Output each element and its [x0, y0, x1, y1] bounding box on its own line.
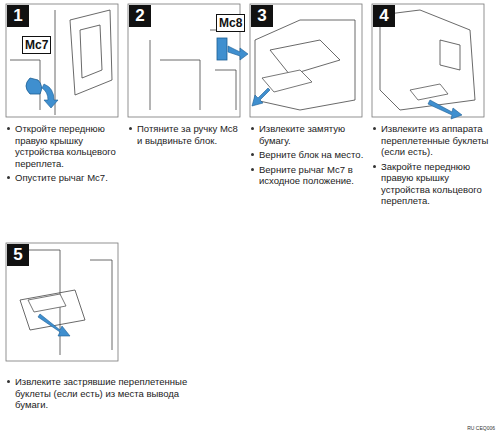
node-text: 2 — [135, 6, 144, 26]
node-text: Mc7 — [25, 38, 48, 52]
paper-sheet — [262, 70, 312, 92]
node-text: 3 — [257, 6, 266, 26]
instruction-column: Извлеките застрявшие переплетенные букле… — [7, 376, 207, 414]
booklet — [28, 294, 66, 312]
instruction-text: Откройте переднюю правую крышку устройст… — [7, 123, 121, 169]
step-number: 4 — [373, 5, 395, 27]
step-number: 3 — [251, 5, 273, 27]
instruction-text: Верните блок на место. — [251, 149, 365, 161]
part-callout: Mc8 — [216, 14, 245, 32]
node-text: Mc8 — [219, 16, 242, 30]
instruction-text: Извлеките из аппарата переплетенные букл… — [373, 123, 491, 158]
instruction-column: Откройте переднюю правую крышку устройст… — [7, 123, 121, 187]
instruction-text: Извлеките застрявшие переплетенные букле… — [7, 376, 207, 411]
part-callout: Mc7 — [22, 36, 51, 54]
instruction-text: Закройте переднюю правую крышку устройст… — [373, 161, 491, 207]
instruction-text: Опустите рычаг Mc7. — [7, 172, 121, 184]
panel-frame — [6, 4, 118, 117]
instruction-column: Извлеките из аппарата переплетенные букл… — [373, 123, 491, 210]
instruction-text: Потяните за ручку Mc8 и выдвиньте блок. — [129, 123, 241, 146]
panel-frame — [250, 4, 362, 117]
instruction-text: Извлеките замятую бумагу. — [251, 123, 365, 146]
figure-code: RU CEQ006 — [467, 425, 495, 431]
instruction-column: Потяните за ручку Mc8 и выдвиньте блок. — [129, 123, 241, 149]
step-number: 2 — [129, 5, 151, 27]
node-text: 1 — [13, 6, 22, 26]
panel-frame — [6, 243, 118, 361]
booklet — [410, 84, 448, 100]
instruction-text: Верните рычаг Mc7 в исходное положение. — [251, 164, 365, 187]
step-number: 1 — [7, 5, 29, 27]
handle — [217, 38, 227, 60]
lever — [26, 78, 42, 94]
instruction-column: Извлеките замятую бумагу. Верните блок на… — [251, 123, 365, 190]
node-text: 4 — [379, 6, 388, 26]
step-number: 5 — [7, 244, 29, 266]
panel-frame — [372, 4, 484, 117]
node-text: 5 — [13, 245, 22, 265]
